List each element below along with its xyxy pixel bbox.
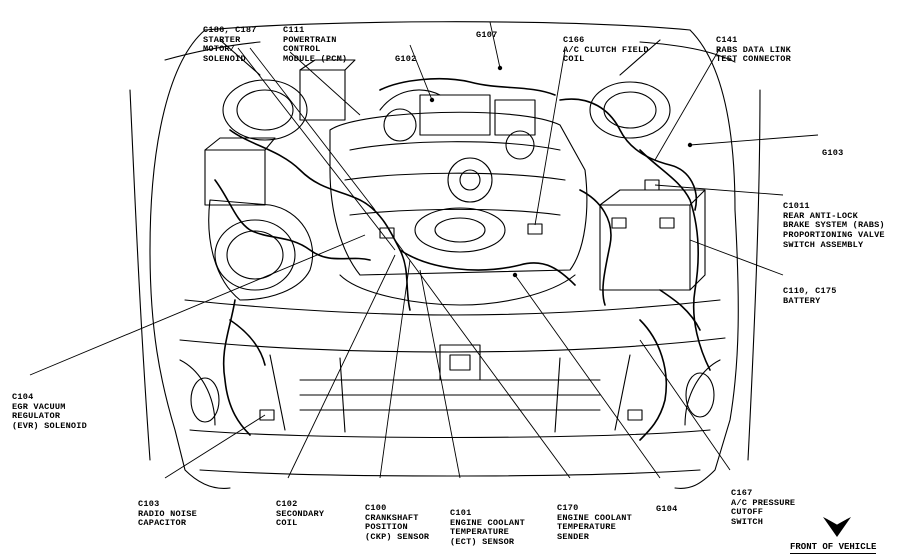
label-g107: G107 <box>476 30 498 41</box>
front-of-vehicle-label: FRONT OF VEHICLE <box>790 542 877 554</box>
label-g103: G103 <box>822 148 844 159</box>
right-fender-outline <box>674 29 739 489</box>
left-fender-outline <box>149 29 231 489</box>
leader-g107 <box>489 21 501 69</box>
leader-c141 <box>654 47 721 161</box>
air-cleaner <box>208 199 314 301</box>
leader-c111 <box>289 51 361 116</box>
battery-shape <box>599 204 691 291</box>
down-arrow-icon <box>823 517 851 537</box>
leader-c103 <box>164 414 266 479</box>
radiator-support <box>184 299 721 316</box>
engine-block <box>329 111 588 276</box>
leader-c101 <box>419 269 461 479</box>
leader-c166 <box>534 49 566 226</box>
leader-c167 <box>639 339 731 471</box>
leader-g104 <box>514 274 661 479</box>
leader-c100 <box>379 259 411 479</box>
pcm-module <box>299 69 346 121</box>
label-g104: G104 <box>656 504 678 515</box>
leader-g102 <box>409 44 433 101</box>
leader-c186b <box>249 47 376 211</box>
leader-c104 <box>29 234 366 376</box>
label-g102: G102 <box>395 54 417 65</box>
leader-c102 <box>287 254 396 479</box>
leader-c1011 <box>654 184 784 196</box>
leader-g103 <box>689 134 819 146</box>
leader-c186 <box>237 47 396 251</box>
leader-c110 <box>689 239 784 276</box>
leader-c170 <box>394 239 571 479</box>
